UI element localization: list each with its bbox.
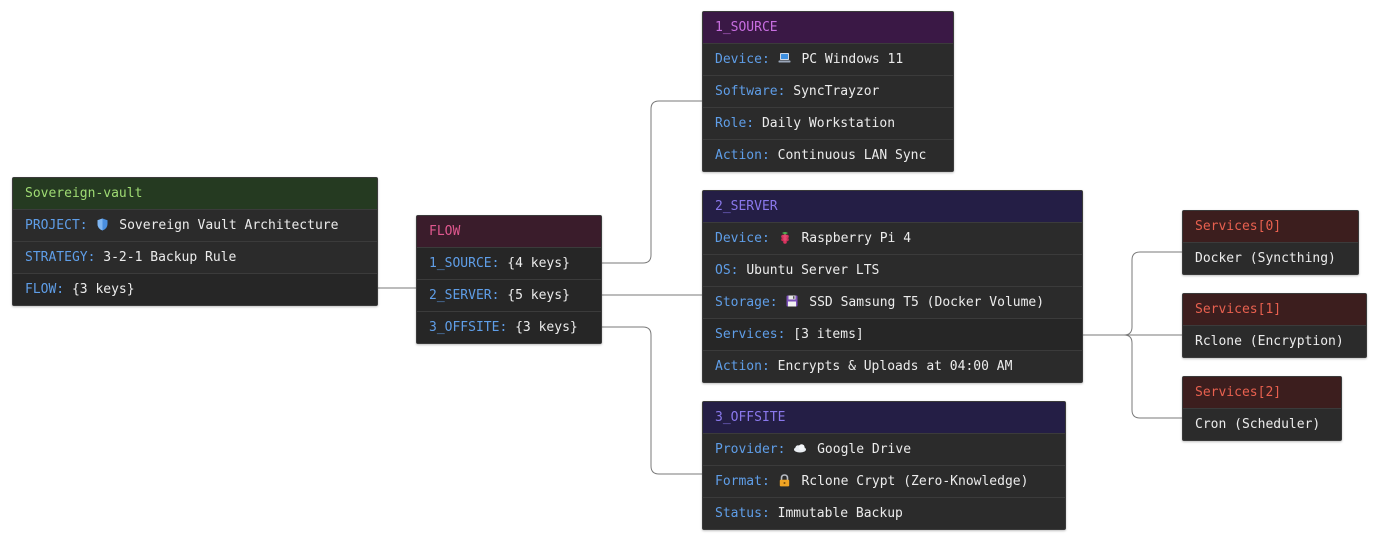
offsite-provider-value: Google Drive [817, 442, 912, 457]
flow-title: FLOW [417, 216, 601, 247]
source-node[interactable]: 1_SOURCE Device: PC Windows 11 Software:… [702, 11, 954, 172]
services-2-node[interactable]: Services[2] Cron (Scheduler) [1182, 376, 1342, 441]
strategy-value: 3-2-1 Backup Rule [103, 250, 237, 265]
source-key: 1_SOURCE: [429, 256, 500, 271]
edge-services-2 [1082, 334, 1182, 419]
services-1-title: Services[1] [1183, 294, 1366, 325]
source-title: 1_SOURCE [703, 12, 953, 43]
offsite-status-key: Status: [715, 506, 770, 521]
server-row-storage: Storage: SSD Samsung T5 (Docker Volume) [703, 286, 1082, 318]
services-2-value: Cron (Scheduler) [1183, 408, 1341, 440]
flow-row-source[interactable]: 1_SOURCE: {4 keys} [417, 247, 601, 279]
server-node[interactable]: 2_SERVER Device: Raspberry Pi 4 OS: Ubun… [702, 190, 1083, 383]
source-role-key: Role: [715, 116, 755, 131]
flow-key: FLOW: [25, 282, 65, 297]
source-action-key: Action: [715, 148, 770, 163]
source-value: {4 keys} [507, 256, 570, 271]
server-device-key: Device: [715, 231, 770, 246]
server-action-key: Action: [715, 359, 770, 374]
laptop-icon [778, 44, 792, 75]
offsite-node[interactable]: 3_OFFSITE Provider: Google Drive Format:… [702, 401, 1066, 530]
strategy-key: STRATEGY: [25, 250, 96, 265]
flow-node[interactable]: FLOW 1_SOURCE: {4 keys} 2_SERVER: {5 key… [416, 215, 602, 344]
server-os-value: Ubuntu Server LTS [746, 263, 880, 278]
source-row-software: Software: SyncTrayzor [703, 75, 953, 107]
source-software-key: Software: [715, 84, 786, 99]
raspberry-icon [778, 223, 792, 254]
services-0-node[interactable]: Services[0] Docker (Syncthing) [1182, 210, 1359, 275]
flow-value: {3 keys} [71, 282, 135, 297]
services-1-node[interactable]: Services[1] Rclone (Encryption) [1182, 293, 1367, 358]
server-title: 2_SERVER [703, 191, 1082, 222]
services-0-title: Services[0] [1183, 211, 1358, 242]
server-services-value: [3 items] [793, 327, 864, 342]
server-services-key: Services: [715, 327, 786, 342]
edge-offsite [601, 326, 702, 475]
offsite-status-value: Immutable Backup [777, 506, 903, 521]
source-device-value: PC Windows 11 [801, 52, 904, 67]
project-key: PROJECT: [25, 218, 88, 233]
shield-icon [95, 210, 109, 241]
floppy-disk-icon [785, 287, 799, 318]
services-2-title: Services[2] [1183, 377, 1341, 408]
offsite-title: 3_OFFSITE [703, 402, 1065, 433]
source-role-value: Daily Workstation [761, 116, 896, 131]
project-value: Sovereign Vault Architecture [119, 218, 339, 233]
offsite-provider-key: Provider: [715, 442, 786, 457]
offsite-format-value: Rclone Crypt (Zero-Knowledge) [801, 474, 1029, 489]
offsite-value: {3 keys} [515, 320, 578, 335]
source-action-value: Continuous LAN Sync [777, 148, 927, 163]
server-key: 2_SERVER: [429, 288, 500, 303]
server-row-device: Device: Raspberry Pi 4 [703, 222, 1082, 254]
server-storage-value: SSD Samsung T5 (Docker Volume) [809, 295, 1045, 310]
root-node[interactable]: Sovereign-vault PROJECT: Sovereign Vault… [12, 177, 378, 306]
source-device-key: Device: [715, 52, 770, 67]
server-storage-key: Storage: [715, 295, 778, 310]
cloud-icon [793, 434, 807, 465]
root-row-strategy: STRATEGY: 3-2-1 Backup Rule [13, 241, 377, 273]
root-row-flow[interactable]: FLOW: {3 keys} [13, 273, 377, 305]
offsite-key: 3_OFFSITE: [429, 320, 508, 335]
offsite-row-status: Status: Immutable Backup [703, 497, 1065, 529]
source-row-role: Role: Daily Workstation [703, 107, 953, 139]
edge-services-0 [1082, 251, 1182, 336]
flow-row-offsite[interactable]: 3_OFFSITE: {3 keys} [417, 311, 601, 343]
edge-source [601, 100, 702, 264]
server-device-value: Raspberry Pi 4 [801, 231, 912, 246]
flow-row-server[interactable]: 2_SERVER: {5 keys} [417, 279, 601, 311]
source-row-action: Action: Continuous LAN Sync [703, 139, 953, 171]
server-row-action: Action: Encrypts & Uploads at 04:00 AM [703, 350, 1082, 382]
offsite-format-key: Format: [715, 474, 770, 489]
server-row-os: OS: Ubuntu Server LTS [703, 254, 1082, 286]
server-os-key: OS: [715, 263, 739, 278]
server-row-services[interactable]: Services: [3 items] [703, 318, 1082, 350]
server-action-value: Encrypts & Uploads at 04:00 AM [777, 359, 1013, 374]
server-value: {5 keys} [507, 288, 570, 303]
source-row-device: Device: PC Windows 11 [703, 43, 953, 75]
offsite-row-provider: Provider: Google Drive [703, 433, 1065, 465]
offsite-row-format: Format: Rclone Crypt (Zero-Knowledge) [703, 465, 1065, 497]
root-row-project: PROJECT: Sovereign Vault Architecture [13, 209, 377, 241]
services-1-value: Rclone (Encryption) [1183, 325, 1366, 357]
source-software-value: SyncTrayzor [793, 84, 880, 99]
services-0-value: Docker (Syncthing) [1183, 242, 1358, 274]
lock-icon [778, 466, 792, 497]
root-title: Sovereign-vault [13, 178, 377, 209]
